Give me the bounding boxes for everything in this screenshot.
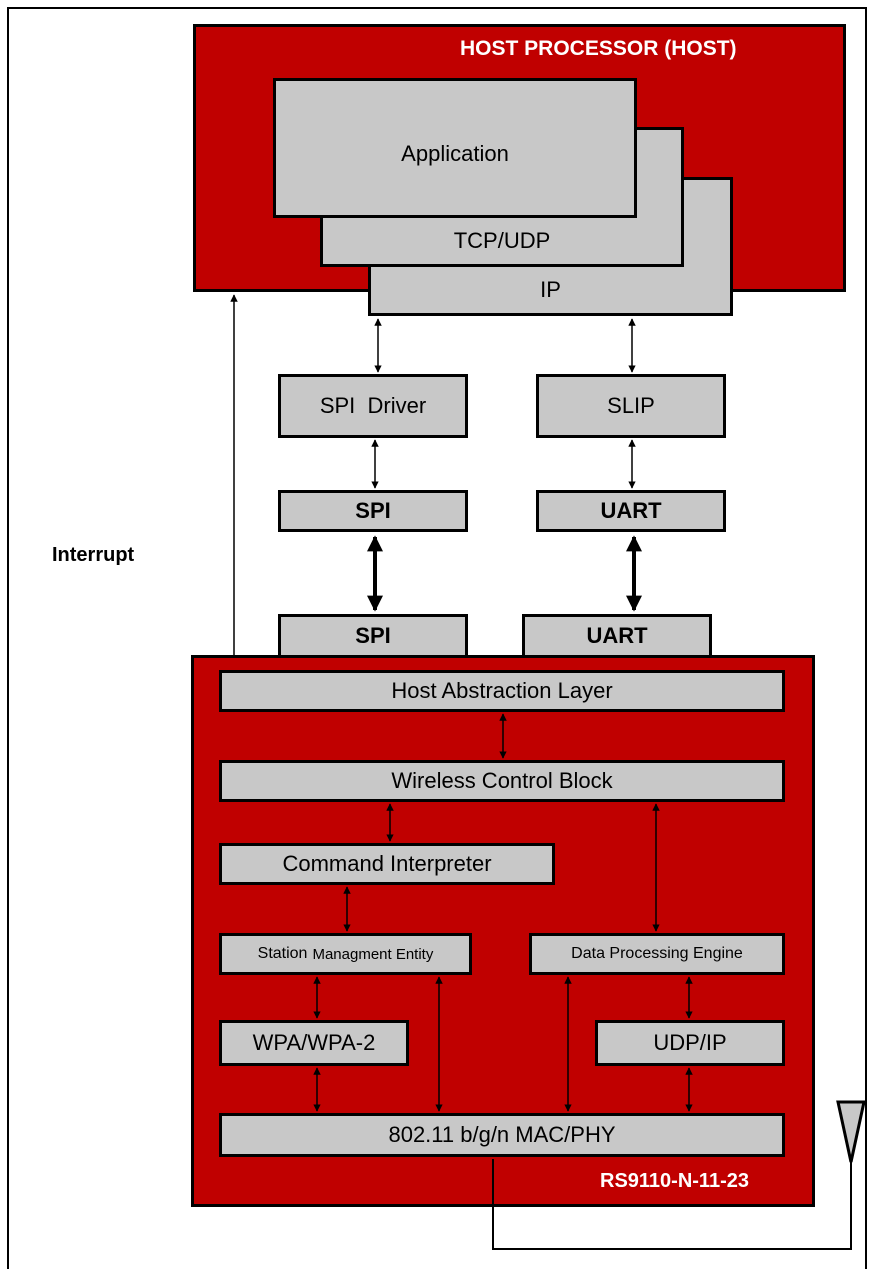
antenna-feed-line [492, 1159, 852, 1250]
module-uart-port: UART [522, 614, 712, 658]
interrupt-label: Interrupt [52, 544, 135, 566]
command-interpreter-label: Command Interpreter [282, 851, 492, 876]
station-management-entity-label-a: Station [257, 945, 308, 962]
mac-phy-label: 802.11 b/g/n MAC/PHY [388, 1122, 616, 1147]
antenna-icon [836, 1100, 866, 1163]
application-label: Application [401, 141, 509, 166]
station-management-entity-box: Station Managment Entity [219, 933, 472, 975]
host-uart-port: UART [536, 490, 726, 532]
host-abstraction-layer-box: Host Abstraction Layer [219, 670, 785, 712]
wpa-box: WPA/WPA-2 [219, 1020, 409, 1066]
host-uart-label: UART [600, 498, 662, 523]
udp-ip-box: UDP/IP [595, 1020, 785, 1066]
wireless-control-block-box: Wireless Control Block [219, 760, 785, 802]
host-spi-label: SPI [355, 498, 391, 523]
udp-ip-label: UDP/IP [653, 1030, 727, 1055]
spi-driver-box: SPI Driver [278, 374, 468, 438]
data-processing-engine-label: Data Processing Engine [571, 945, 743, 962]
module-title: RS9110-N-11-23 [600, 1170, 749, 1192]
module-spi-label: SPI [355, 623, 391, 648]
command-interpreter-box: Command Interpreter [219, 843, 555, 885]
mac-phy-box: 802.11 b/g/n MAC/PHY [219, 1113, 785, 1157]
wpa-label: WPA/WPA-2 [252, 1030, 376, 1055]
outer-frame [7, 7, 867, 1269]
host-spi-port: SPI [278, 490, 468, 532]
application-box: Application [273, 78, 637, 218]
wireless-control-block-label: Wireless Control Block [391, 768, 613, 793]
station-management-entity-label-b: Managment Entity [312, 945, 434, 963]
module-uart-label: UART [586, 623, 648, 648]
slip-label: SLIP [607, 393, 655, 418]
ip-label: IP [540, 277, 561, 302]
spi-driver-label: SPI Driver [319, 393, 427, 418]
host-abstraction-layer-label: Host Abstraction Layer [391, 678, 613, 703]
tcp-udp-label: TCP/UDP [453, 228, 551, 253]
data-processing-engine-box: Data Processing Engine [529, 933, 785, 975]
host-processor-title: HOST PROCESSOR (HOST) [460, 37, 737, 60]
slip-box: SLIP [536, 374, 726, 438]
